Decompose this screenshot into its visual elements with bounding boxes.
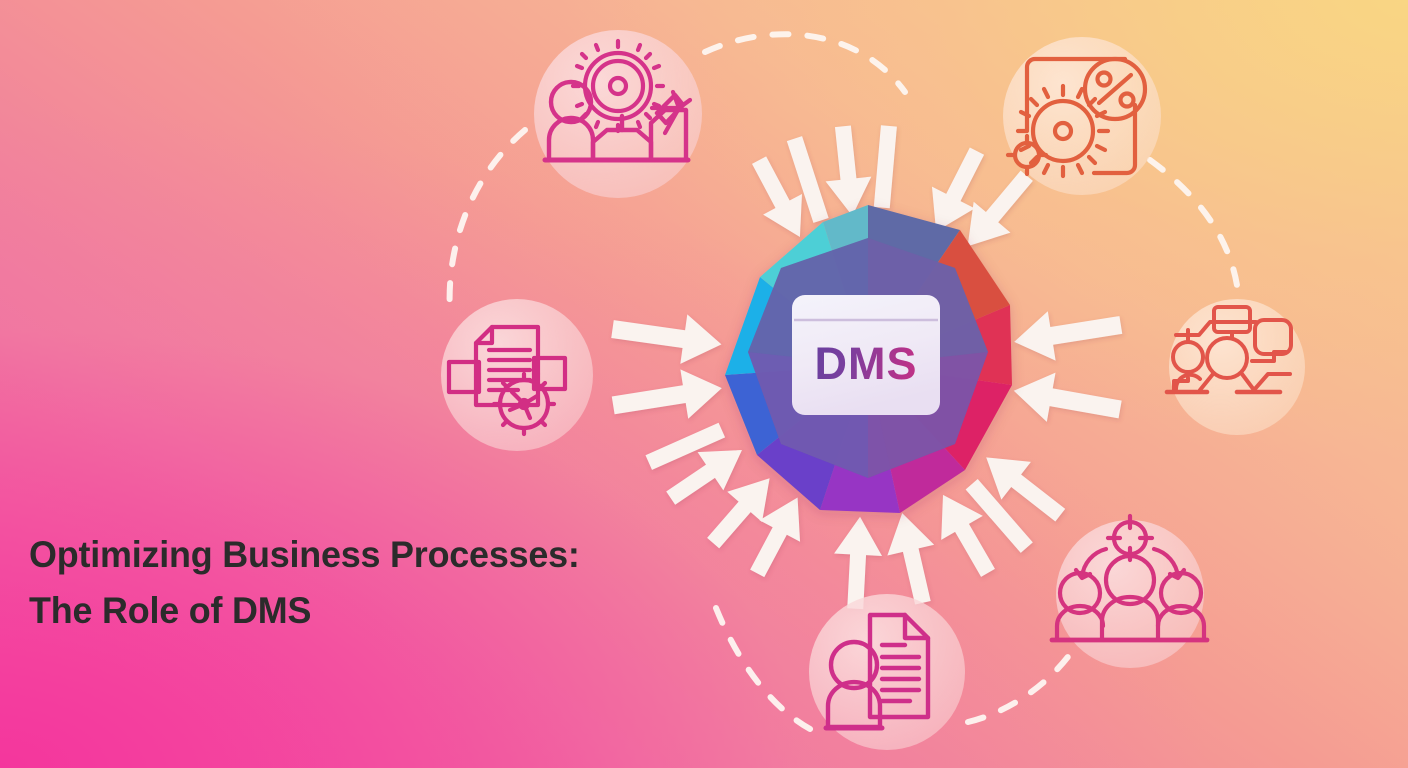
- document-gear-nodes-icon: [446, 324, 568, 437]
- flowchart-person-icon: [1164, 305, 1293, 395]
- dashed-arc-top-right: [1147, 157, 1241, 295]
- arrow-head: [752, 156, 802, 237]
- person-document-icon: [823, 612, 931, 731]
- node-automation[interactable]: [534, 30, 702, 198]
- arrow-head: [1013, 372, 1122, 422]
- arrow-head: [1014, 311, 1123, 361]
- arrow-head: [611, 369, 722, 419]
- arrow-head: [967, 170, 1033, 247]
- node-collaboration[interactable]: [1049, 513, 1210, 668]
- arrow-head: [931, 147, 985, 232]
- node-documentation[interactable]: [809, 594, 965, 750]
- node-plate: [534, 30, 702, 198]
- page-title: Optimizing Business Processes: The Role …: [29, 527, 708, 639]
- dashed-arc-group: [446, 31, 1241, 733]
- arrow-head: [834, 516, 883, 610]
- person-gear-arrow-icon: [542, 38, 693, 163]
- arrow-head: [825, 125, 872, 216]
- page-title-line-2: The Role of DMS: [29, 590, 312, 632]
- node-plate: [441, 299, 593, 451]
- arrow-head: [611, 314, 722, 364]
- dashed-arc-bottom-right: [965, 647, 1076, 725]
- arrow-bar: [645, 422, 726, 470]
- dashed-arc-top: [702, 31, 908, 95]
- dashed-arc-left: [446, 127, 528, 315]
- team-target-icon: [1049, 513, 1210, 643]
- arrow-bar: [965, 478, 1033, 553]
- arrow-head: [750, 497, 801, 578]
- dms-card: [792, 295, 940, 415]
- node-workflow[interactable]: [1164, 299, 1305, 435]
- arrow-head: [707, 478, 770, 549]
- arrow-bar: [873, 125, 897, 209]
- node-document-management[interactable]: [441, 299, 593, 451]
- node-plate: [1056, 520, 1204, 668]
- node-efficiency[interactable]: [1003, 37, 1161, 195]
- arrow-head: [887, 513, 935, 605]
- arrow-head: [941, 494, 995, 577]
- arrow-head: [986, 457, 1066, 522]
- radiating-arrow-group: [611, 125, 1123, 610]
- page-title-line-1: Optimizing Business Processes:: [29, 534, 580, 575]
- center-badge[interactable]: [725, 205, 1012, 513]
- dashed-arc-bottom-left: [713, 605, 815, 733]
- arrow-head: [666, 449, 742, 505]
- gears-percent-icon: [1005, 56, 1148, 179]
- arrow-bar: [786, 136, 829, 223]
